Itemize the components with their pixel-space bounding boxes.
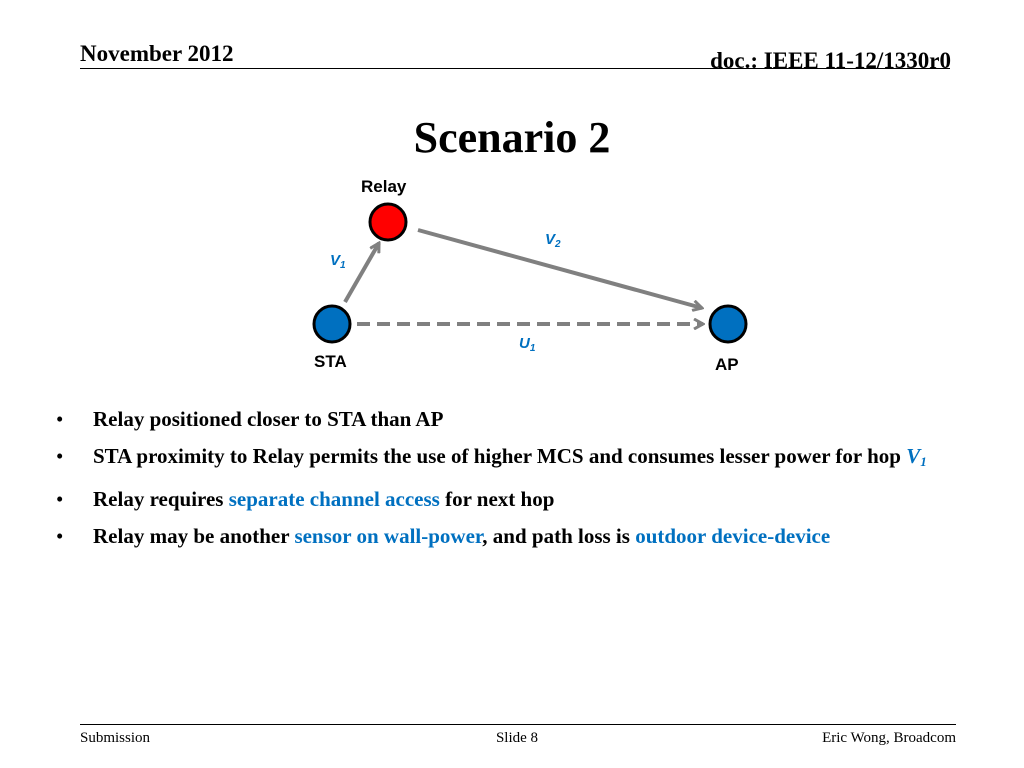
footer-submission: Submission: [80, 730, 151, 746]
link-u1-label: U1: [519, 335, 536, 354]
footer-divider: [80, 724, 956, 725]
link-v1-label: V1: [330, 252, 346, 271]
bullet-item: • Relay may be another sensor on wall-po…: [56, 521, 936, 551]
link-v2-label: V2: [545, 231, 561, 250]
ap-node: [708, 304, 748, 344]
footer-slide-number: Slide 8: [495, 730, 539, 746]
bullet-item: • STA proximity to Relay permits the use…: [56, 441, 936, 477]
bullet-dot: •: [56, 487, 64, 511]
relay-node: [368, 202, 408, 242]
bullet-dot: •: [56, 444, 64, 468]
bullet-dot: •: [56, 407, 64, 431]
header-date: November 2012: [80, 41, 234, 66]
bullet-dot: •: [56, 524, 64, 548]
slide-title: Scenario 2: [413, 113, 611, 162]
bullet-item: • Relay positioned closer to STA than AP: [56, 404, 936, 434]
highlight-text: sensor on wall-power: [294, 524, 483, 548]
hop-symbol: V1: [906, 444, 927, 469]
highlight-text: separate channel access: [228, 487, 440, 511]
bullet-item: • Relay requires separate channel access…: [56, 484, 936, 514]
highlight-text: outdoor device-device: [635, 524, 831, 548]
ap-label: AP: [715, 355, 739, 374]
sta-node: [312, 304, 352, 344]
link-v1-arrow: [343, 243, 381, 303]
footer-author: Eric Wong, Broadcom: [822, 730, 956, 746]
sta-label: STA: [314, 352, 347, 371]
header-doc-number: doc.: IEEE 11-12/1330r0: [710, 48, 951, 73]
header-divider: [80, 68, 950, 69]
bullet-list: • Relay positioned closer to STA than AP…: [56, 404, 936, 558]
relay-label: Relay: [361, 177, 407, 196]
